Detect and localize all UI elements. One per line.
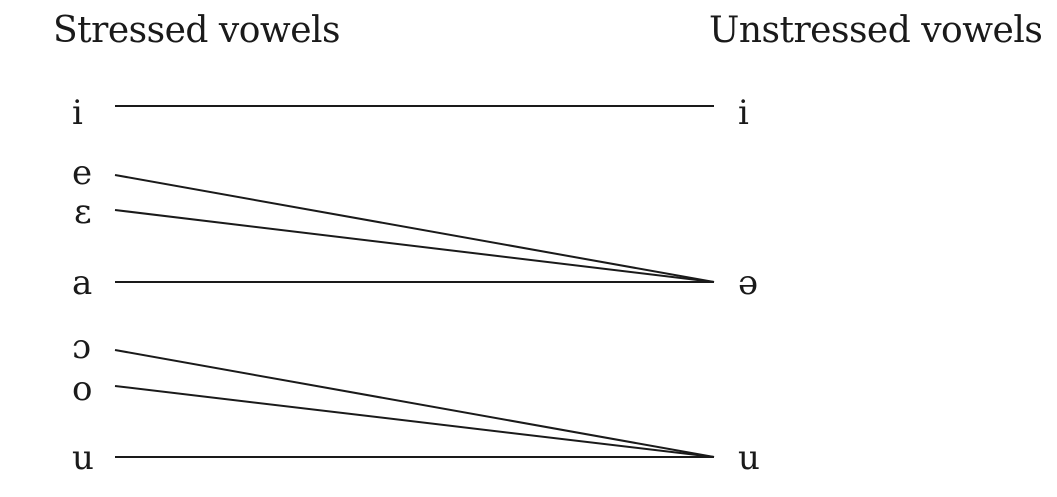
stressed-vowel-open-e: ɛ	[74, 192, 92, 232]
connector-o-to-u	[114, 385, 715, 458]
stressed-vowel-u: u	[72, 438, 94, 478]
unstressed-vowel-schwa: ə	[738, 263, 759, 303]
stressed-vowel-o: o	[72, 369, 93, 409]
connector-open-o-to-u	[114, 349, 715, 458]
stressed-vowel-i: i	[72, 93, 83, 133]
stressed-vowel-open-o: ɔ	[72, 327, 92, 367]
stressed-vowel-e: e	[72, 153, 93, 193]
unstressed-vowel-u: u	[738, 438, 760, 478]
connector-e-to-schwa	[114, 174, 715, 283]
connector-open-e-to-schwa	[114, 209, 715, 283]
stressed-vowel-a: a	[72, 263, 93, 303]
unstressed-vowels-heading: Unstressed vowels	[709, 10, 1043, 51]
stressed-vowels-heading: Stressed vowels	[53, 10, 341, 51]
unstressed-vowel-i: i	[738, 93, 749, 133]
